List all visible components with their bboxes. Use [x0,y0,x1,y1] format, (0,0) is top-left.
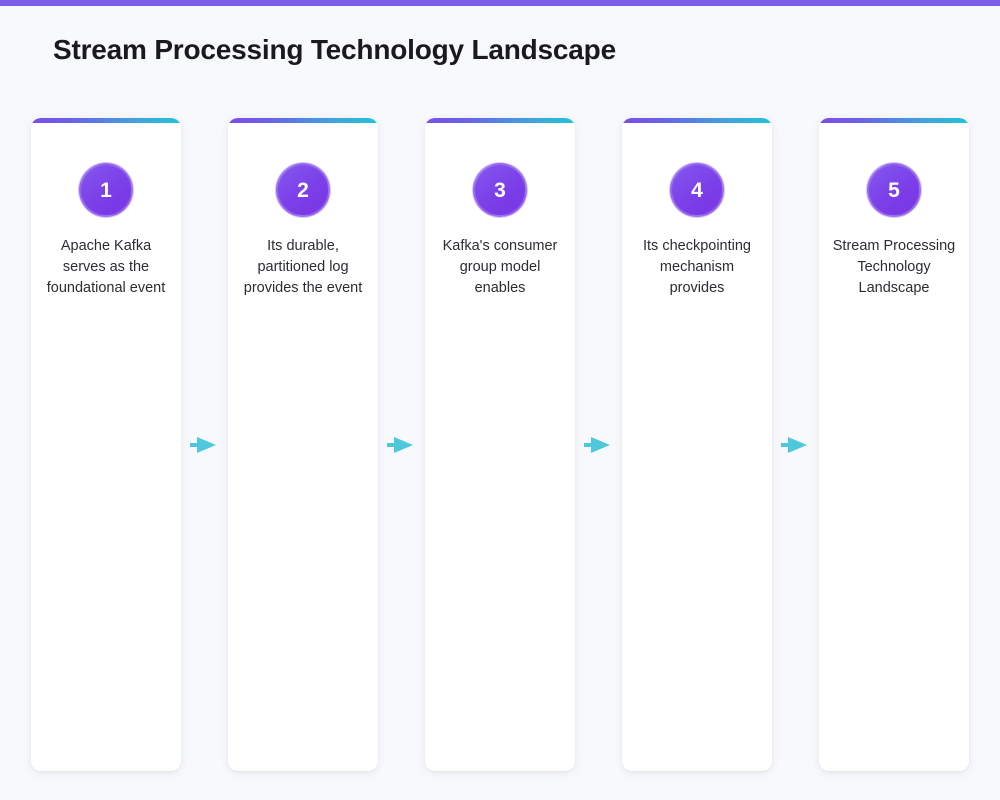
top-accent-bar [0,0,1000,6]
card-accent-bar [31,118,181,123]
step-number-badge: 4 [670,163,724,217]
flow-connector-4 [772,118,819,771]
step-description: Its checkpointing mechanism provides [642,238,751,296]
step-description: Stream Processing Technology Landscape [832,238,956,296]
arrow-right-icon [189,436,216,453]
step-number-badge: 3 [473,163,527,217]
flow-connector-3 [575,118,622,771]
arrow-right-icon [583,436,610,453]
arrow-right-icon [780,436,807,453]
step-description: Apache Kafka serves as the foundational … [46,238,166,296]
flow-connector-2 [378,118,425,771]
step-number-badge: 2 [276,163,330,217]
step-card-2[interactable]: 2 Its durable, partitioned log provides … [228,118,378,771]
card-accent-bar [425,118,575,123]
page-title: Stream Processing Technology Landscape [53,34,616,65]
flow-connector-1 [181,118,228,771]
card-accent-bar [228,118,378,123]
step-card-3[interactable]: 3 Kafka's consumer group model enables [425,118,575,771]
step-number-badge: 5 [867,163,921,217]
step-card-5[interactable]: 5 Stream Processing Technology Landscape [819,118,969,771]
arrow-right-icon [386,436,413,453]
step-card-4[interactable]: 4 Its checkpointing mechanism provides [622,118,772,771]
process-flow: 1 Apache Kafka serves as the foundationa… [31,118,969,771]
card-accent-bar [622,118,772,123]
step-description: Its durable, partitioned log provides th… [243,238,363,296]
step-description: Kafka's consumer group model enables [442,238,558,296]
step-card-1[interactable]: 1 Apache Kafka serves as the foundationa… [31,118,181,771]
card-accent-bar [819,118,969,123]
step-number-badge: 1 [79,163,133,217]
